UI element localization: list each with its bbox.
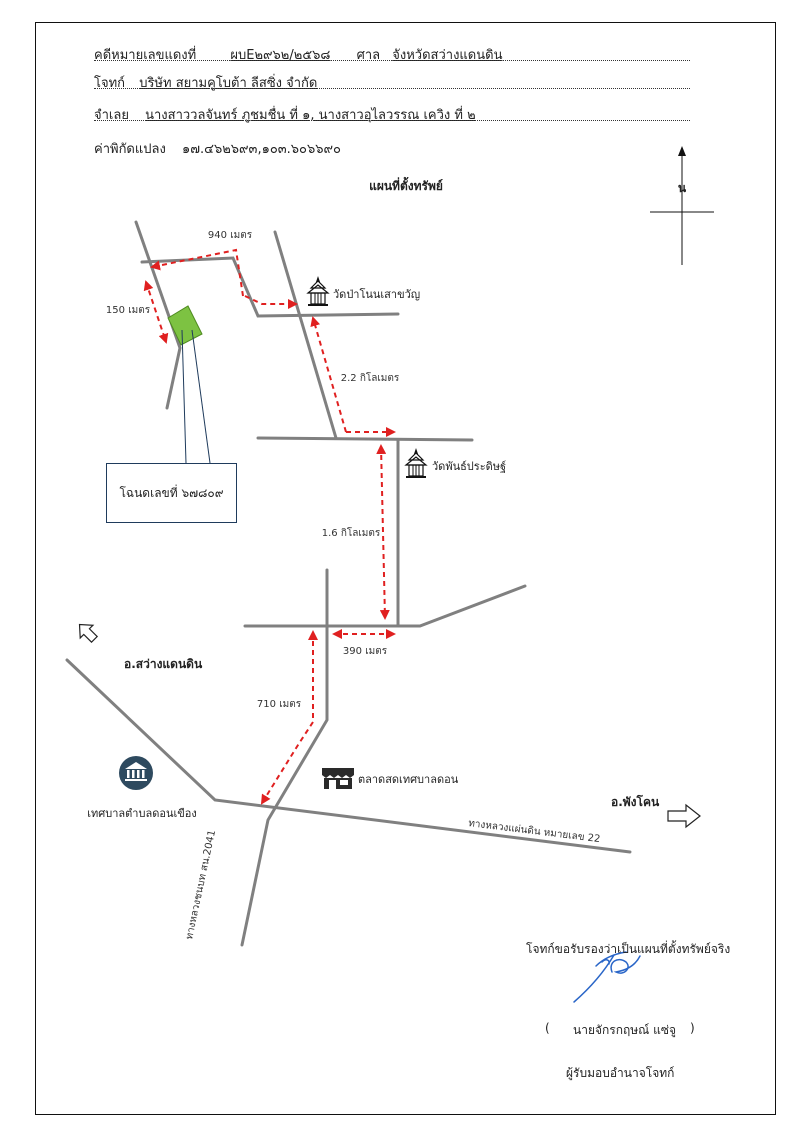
defendant-label: จำเลย	[94, 108, 129, 123]
certify-text: โจทก์ขอรับรองว่าเป็นแผนที่ตั้งทรัพย์จริง	[526, 942, 731, 956]
temple-icon	[306, 276, 330, 306]
coordinate-line: ค่าพิกัดแปลง ๑๗.๔๖๒๖๙๓,๑๐๓.๖๐๖๖๙๐	[94, 138, 341, 159]
distance-710: 710 เมตร	[257, 699, 302, 710]
distance-2-2km: 2.2 กิโลเมตร	[341, 371, 400, 384]
direction-arrow-icon	[667, 803, 701, 829]
road-north-link	[140, 256, 400, 318]
land-parcel	[167, 305, 211, 464]
north-arrow: น	[650, 146, 714, 265]
signer-open-paren: (	[545, 1021, 550, 1035]
court-name: จังหวัดสว่างแดนดิน	[392, 48, 503, 63]
coordinate-label: ค่าพิกัดแปลง	[94, 142, 166, 157]
signer-role: ผู้รับมอบอำนาจโจทก์	[566, 1066, 675, 1080]
map-title: แผนที่ตั้งทรัพย์	[369, 176, 443, 193]
deed-callout: โฉนดเลขที่ ๖๗๘๐๙	[106, 463, 237, 523]
road-junction	[243, 584, 527, 628]
plaintiff-name: บริษัท สยามคูโบต้า ลีสซิ่ง จำกัด	[139, 76, 318, 91]
dotted-line	[94, 60, 690, 61]
route-path	[143, 248, 396, 805]
plaintiff-line: โจทก์ บริษัท สยามคูโบต้า ลีสซิ่ง จำกัด	[94, 72, 317, 93]
court-label: ศาล	[356, 48, 381, 63]
plaintiff-label: โจทก์	[94, 76, 126, 91]
temple-icon	[404, 448, 428, 478]
coordinate-value: ๑๗.๔๖๒๖๙๓,๑๐๓.๖๐๖๖๙๐	[181, 142, 341, 157]
market-icon	[322, 768, 354, 789]
distance-940: 940 เมตร	[208, 230, 253, 241]
signature-mark	[573, 951, 641, 1003]
municipality-label: เทศบาลตำบลดอนเขือง	[87, 807, 196, 820]
road-network	[65, 220, 632, 947]
road-temple1-south	[273, 230, 338, 440]
deed-label: โฉนดเลขที่ ๖๗๘๐๙	[119, 485, 224, 500]
north-label: น	[678, 181, 687, 195]
distance-150: 150 เมตร	[106, 305, 151, 316]
defendant-line: จำเลย นางสาววลจันทร์ ภูชมชื่น ที่ ๑, นาง…	[94, 104, 476, 125]
temple1-label: วัดป่าโนนเสาขวัญ	[333, 287, 420, 301]
signer-close-paren: )	[690, 1021, 695, 1035]
distance-1-6km: 1.6 กิโลเมตร	[322, 526, 381, 539]
dotted-line	[94, 120, 690, 121]
direction-right-label: อ.พังโคน	[611, 794, 660, 809]
temple2-label: วัดพันธ์ประดิษฐ์	[432, 460, 506, 473]
road-highway-22	[65, 658, 632, 854]
rural-road-2041-label: ทางหลวงชนบท สน.2041	[184, 829, 218, 940]
distance-390: 390 เมตร	[343, 646, 388, 657]
market-label: ตลาดสดเทศบาลดอน	[358, 773, 459, 786]
case-number: ผบE๒๙๖๒/๒๕๖๘	[230, 48, 331, 63]
case-label: คดีหมายเลขแดงที่	[94, 48, 197, 63]
page-border	[35, 22, 776, 1115]
dotted-line	[94, 88, 690, 89]
direction-arrow-icon	[78, 623, 99, 644]
signer-name: นายจักรกฤษณ์ แซ่จู	[573, 1023, 677, 1037]
road-temple2	[256, 436, 474, 442]
government-building-icon	[119, 756, 153, 790]
case-number-line: คดีหมายเลขแดงที่ ผบE๒๙๖๒/๒๕๖๘ ศาล จังหวั…	[94, 44, 502, 65]
defendant-names: นางสาววลจันทร์ ภูชมชื่น ที่ ๑, นางสาวอุไ…	[145, 108, 476, 123]
direction-left-label: อ.สว่างแดนดิน	[124, 657, 203, 671]
